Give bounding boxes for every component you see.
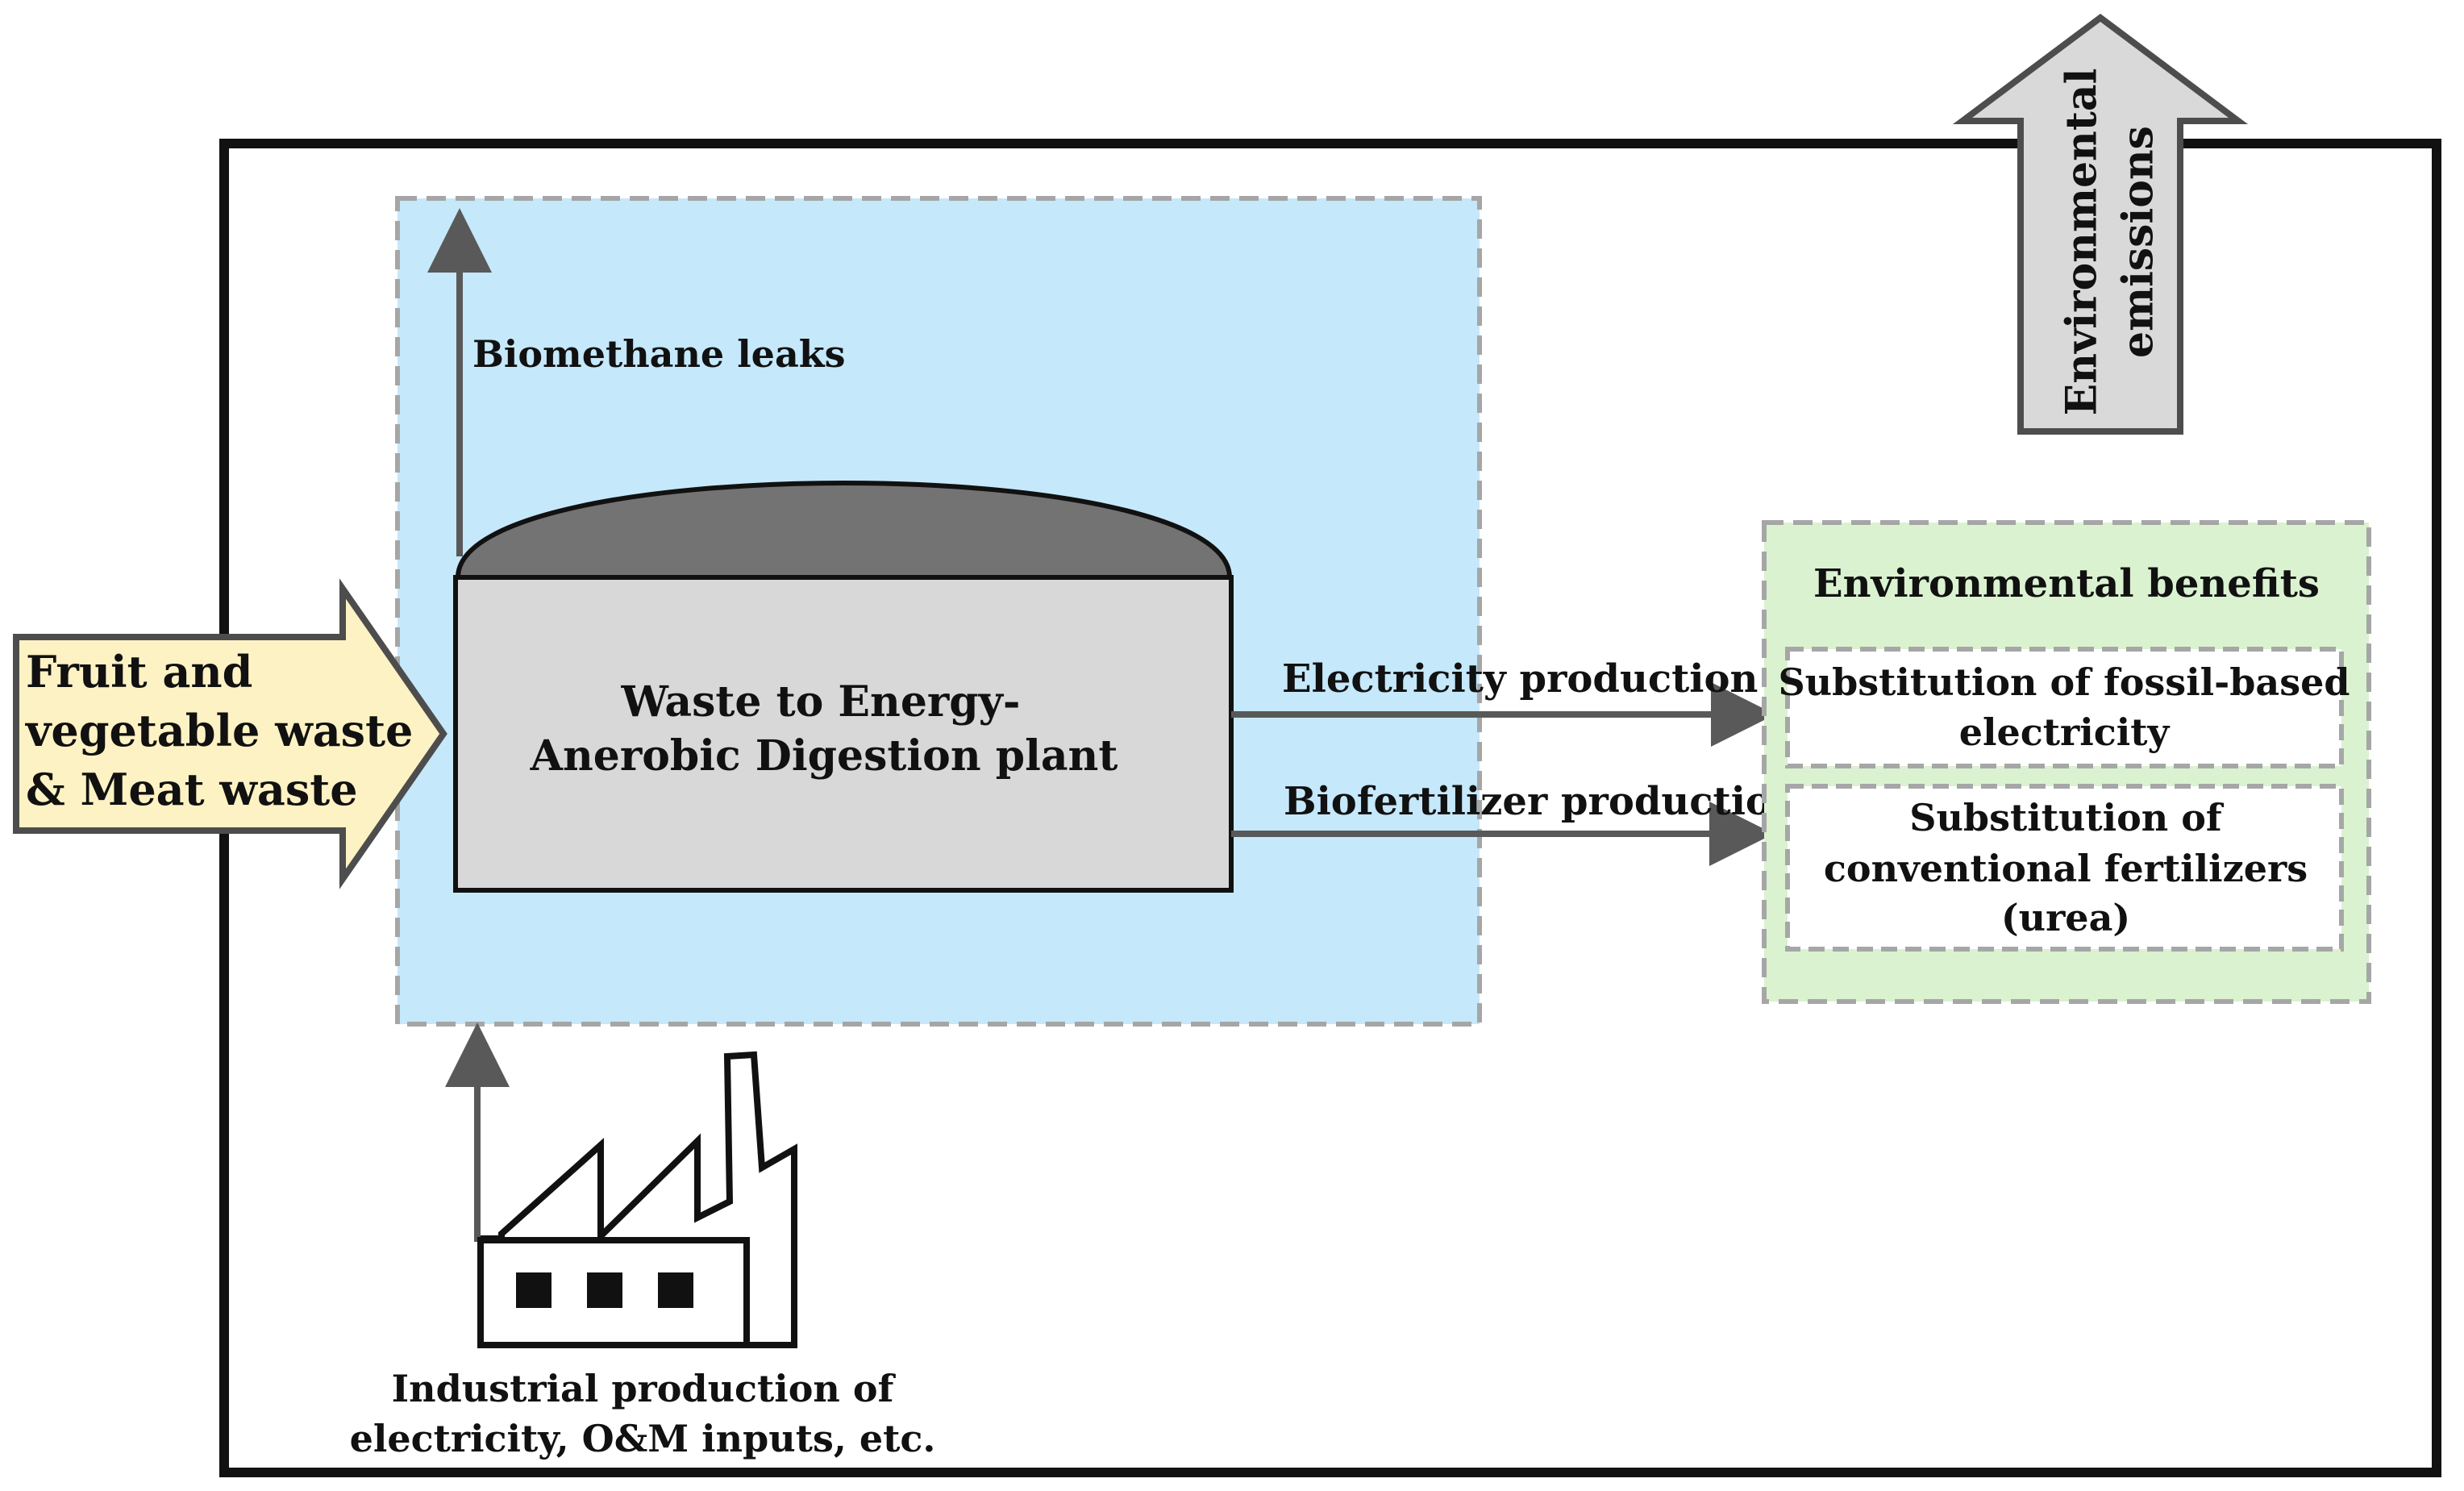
benefit2-label-line3: (urea) [2001, 896, 2130, 939]
plant-label-line1: Waste to Energy- [621, 677, 1021, 727]
benefits-title: Environmental benefits [1813, 561, 2320, 606]
biofertilizer-label: Biofertilizer production [1284, 779, 1800, 824]
electricity-label: Electricity production [1282, 656, 1758, 702]
factory-icon [477, 1051, 797, 1348]
benefit-box-1 [1785, 647, 2344, 768]
plant-label-line2: Anerobic Digestion plant [530, 731, 1118, 781]
industrial-label-line1: Industrial production of [392, 1367, 897, 1410]
emissions-arrow: Environmental emissions [1952, 14, 2249, 435]
leaks-label: Biomethane leaks [472, 332, 846, 376]
input-label-line3: & Meat waste [26, 764, 358, 815]
benefit2-label-line2: conventional fertilizers [1824, 847, 2308, 890]
benefit-box-2 [1785, 784, 2344, 952]
input-label-line1: Fruit and [26, 646, 252, 698]
benefit1-label-line1: Substitution of fossil-based [1778, 660, 2350, 704]
factory-window-1 [516, 1272, 551, 1308]
input-arrow: Fruit and vegetable waste & Meat waste [13, 578, 447, 889]
factory-window-2 [587, 1272, 622, 1308]
digestion-plant: Waste to Energy- Anerobic Digestion plan… [453, 481, 1234, 893]
benefit1-label-line2: electricity [1959, 710, 2171, 754]
industrial-label-line2: electricity, O&M inputs, etc. [350, 1417, 936, 1460]
benefit2-label-line1: Substitution of [1909, 796, 2225, 839]
benefits-box: Environmental benefits Substitution of f… [1762, 520, 2371, 1004]
emissions-label-line1: Environmental [2058, 69, 2107, 416]
plant-dome [455, 481, 1233, 580]
input-label-line2: vegetable waste [25, 705, 413, 756]
plant-body [453, 575, 1234, 893]
factory-window-3 [658, 1272, 693, 1308]
emissions-label-line2: emissions [2114, 126, 2163, 358]
